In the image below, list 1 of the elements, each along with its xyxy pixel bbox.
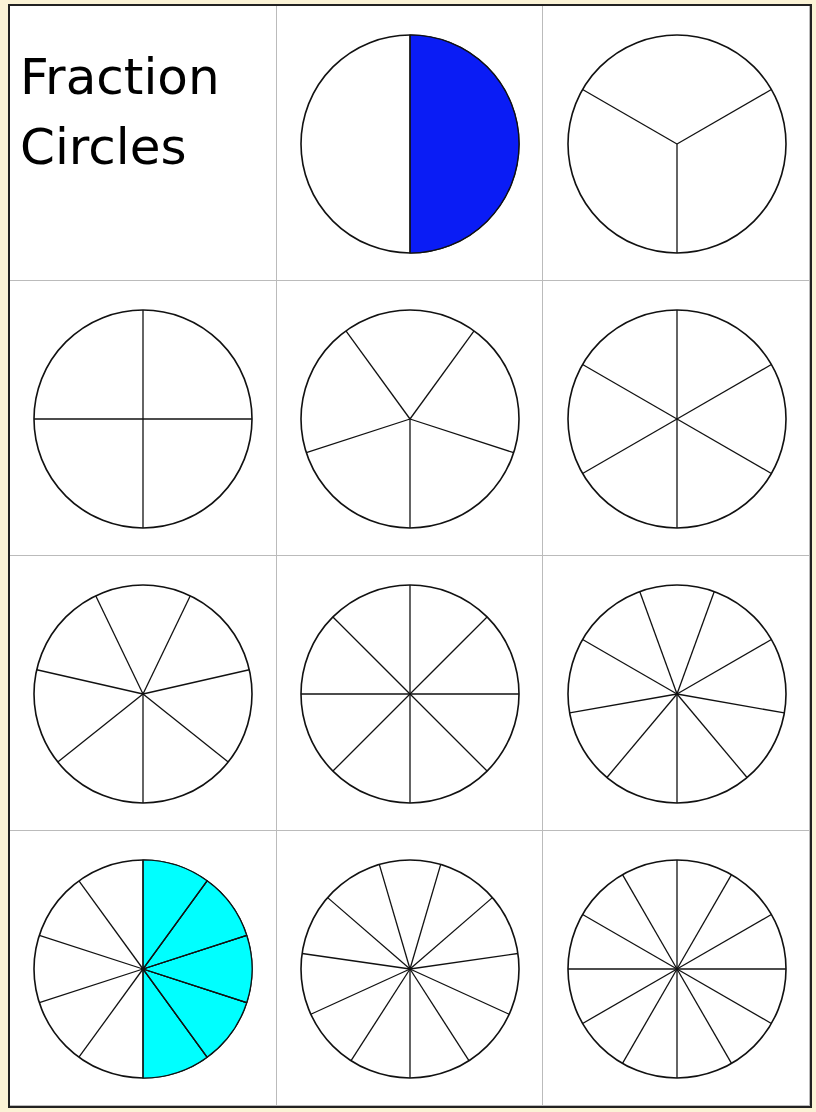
title: Fraction Circles bbox=[20, 47, 221, 178]
